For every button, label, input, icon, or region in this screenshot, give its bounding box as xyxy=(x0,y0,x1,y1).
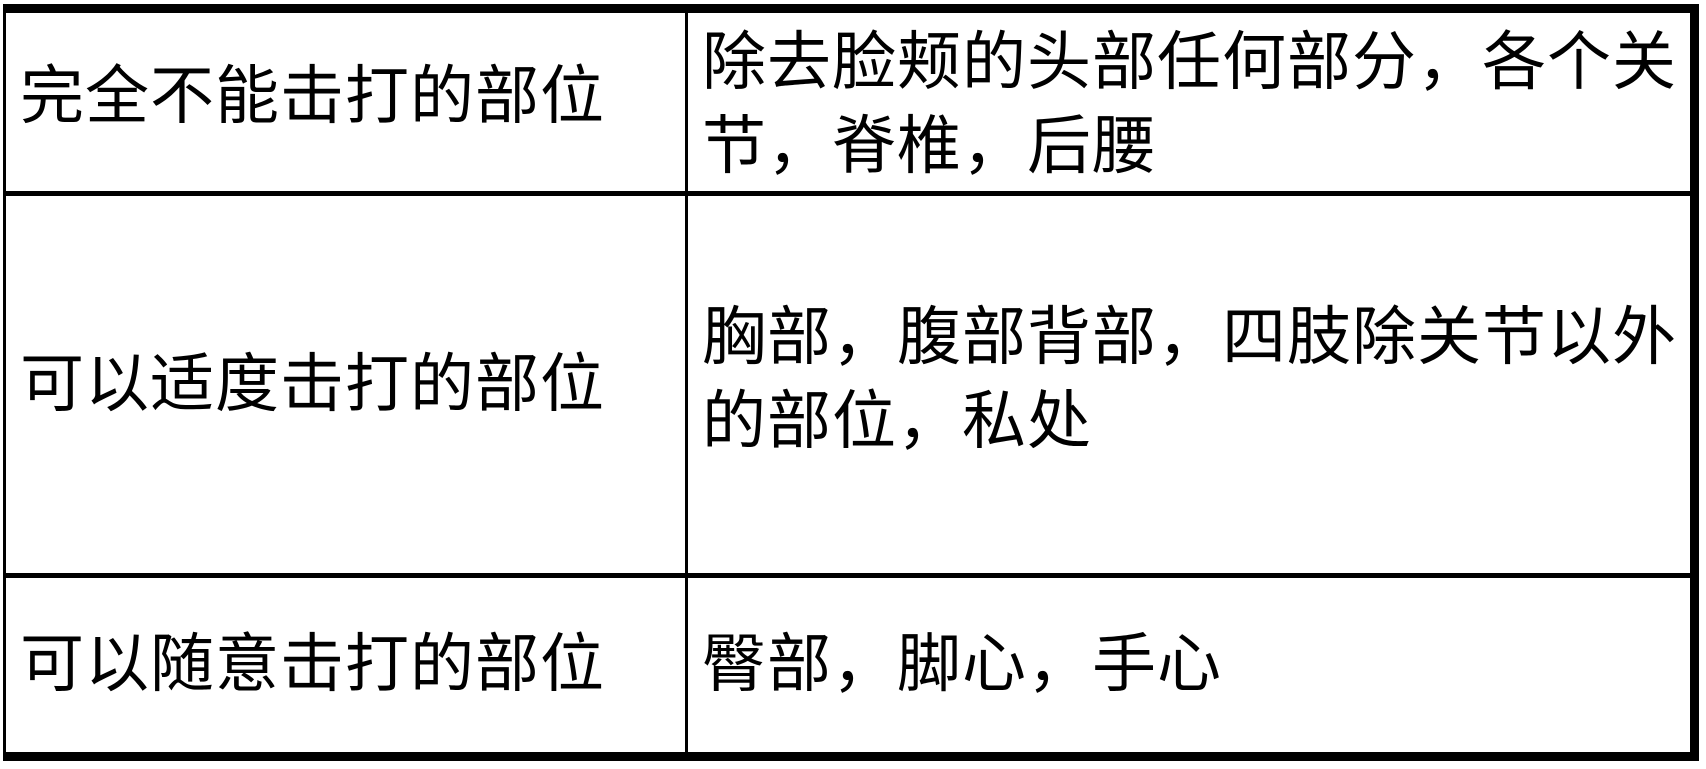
row-value: 胸部，腹部背部，四肢除关节以外的部位，私处 xyxy=(702,301,1677,459)
column-divider xyxy=(685,13,688,752)
table-row: 完全不能击打的部位 除去脸颊的头部任何部分，各个关节，脊椎，后腰 xyxy=(6,13,1690,191)
row-label: 可以适度击打的部位 xyxy=(20,347,605,422)
table-row: 可以适度击打的部位 胸部，腹部背部，四肢除关节以外的部位，私处 xyxy=(6,196,1690,573)
row-label-cell: 可以适度击打的部位 xyxy=(6,196,685,573)
row-value-cell: 臀部，脚心，手心 xyxy=(688,578,1690,752)
row-label-cell: 完全不能击打的部位 xyxy=(6,13,685,191)
row-divider xyxy=(6,573,1690,578)
row-divider xyxy=(6,191,1690,196)
row-value-cell: 胸部，腹部背部，四肢除关节以外的部位，私处 xyxy=(688,196,1690,573)
body-parts-table: 完全不能击打的部位 除去脸颊的头部任何部分，各个关节，脊椎，后腰 可以适度击打的… xyxy=(3,4,1699,761)
row-label: 完全不能击打的部位 xyxy=(20,60,605,134)
row-value: 除去脸颊的头部任何部分，各个关节，脊椎，后腰 xyxy=(702,26,1677,184)
row-label-cell: 可以随意击打的部位 xyxy=(6,578,685,752)
row-value-cell: 除去脸颊的头部任何部分，各个关节，脊椎，后腰 xyxy=(688,13,1690,191)
row-label: 可以随意击打的部位 xyxy=(20,628,605,702)
row-value: 臀部，脚心，手心 xyxy=(702,628,1222,702)
table-row: 可以随意击打的部位 臀部，脚心，手心 xyxy=(6,578,1690,752)
